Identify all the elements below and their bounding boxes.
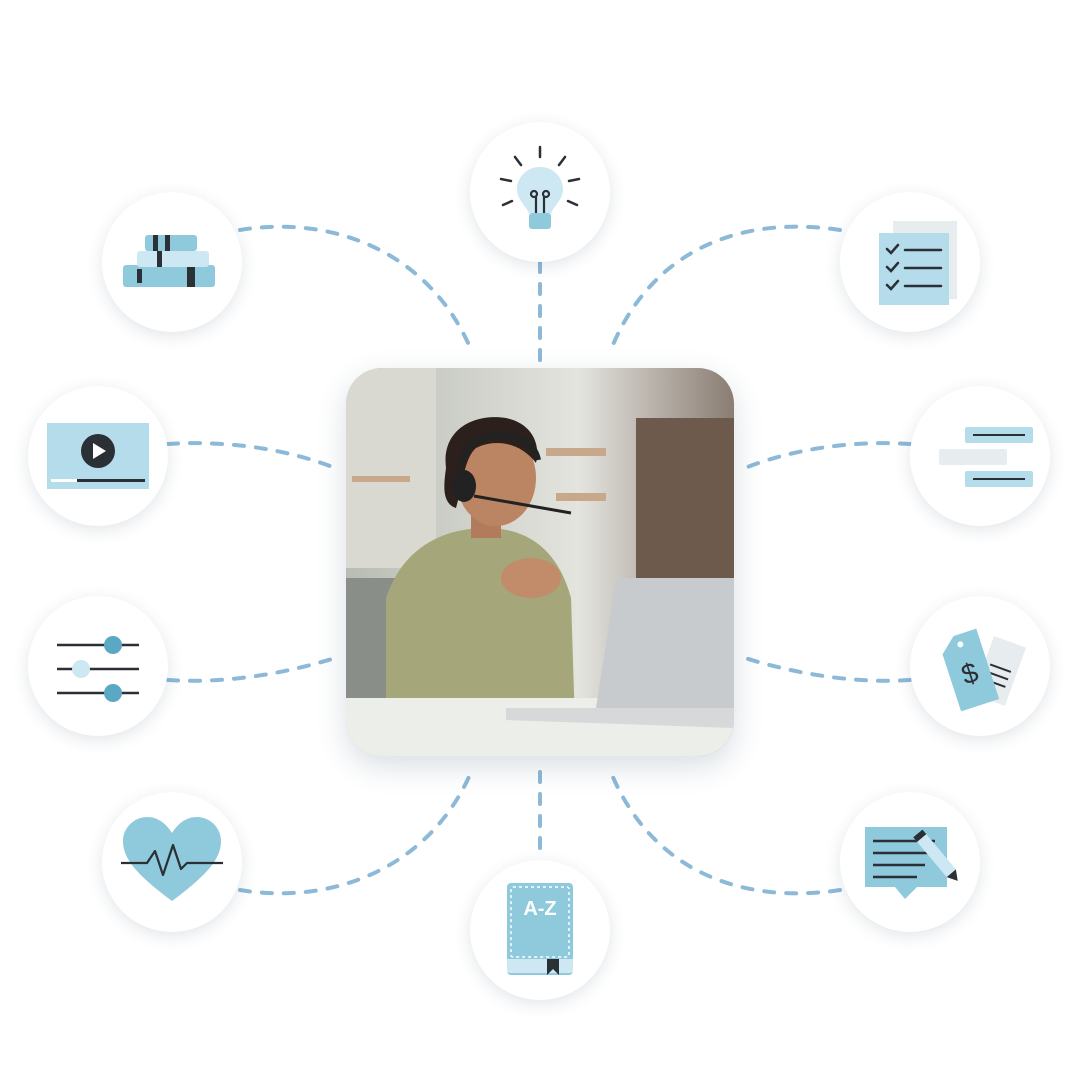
notes-node[interactable] <box>840 792 980 932</box>
note-pencil-icon <box>865 827 958 899</box>
connector-settings <box>166 656 337 683</box>
settings-node[interactable] <box>28 596 168 736</box>
health-node[interactable] <box>102 792 242 932</box>
glossary-book-icon: A-Z <box>507 883 573 975</box>
idea-node[interactable] <box>470 122 610 262</box>
connector-video <box>166 441 337 470</box>
glossary-label: A-Z <box>523 898 556 920</box>
checklist-node[interactable] <box>840 192 980 332</box>
pricing-node[interactable]: $ <box>910 596 1050 736</box>
text-lines-icon <box>939 427 1033 487</box>
text-lines-node[interactable] <box>910 386 1050 526</box>
connector-notes <box>608 768 842 896</box>
books-stack-icon <box>123 235 215 287</box>
checklist-icon <box>879 221 957 305</box>
lightbulb-icon <box>499 145 581 229</box>
connector-checklist <box>608 224 842 354</box>
connector-text-lines <box>743 441 912 470</box>
books-node[interactable] <box>102 192 242 332</box>
glossary-node[interactable]: A-Z <box>470 860 610 1000</box>
center-photo <box>346 368 734 756</box>
connector-pricing <box>743 656 912 683</box>
heartbeat-icon <box>121 817 223 901</box>
sliders-icon <box>57 636 139 702</box>
price-tags-icon: $ <box>942 628 1027 712</box>
video-player-icon <box>47 423 149 489</box>
video-node[interactable] <box>28 386 168 526</box>
connector-health <box>238 768 474 896</box>
woman-with-headset-at-laptop-photo <box>346 368 734 756</box>
connector-books <box>238 224 474 354</box>
